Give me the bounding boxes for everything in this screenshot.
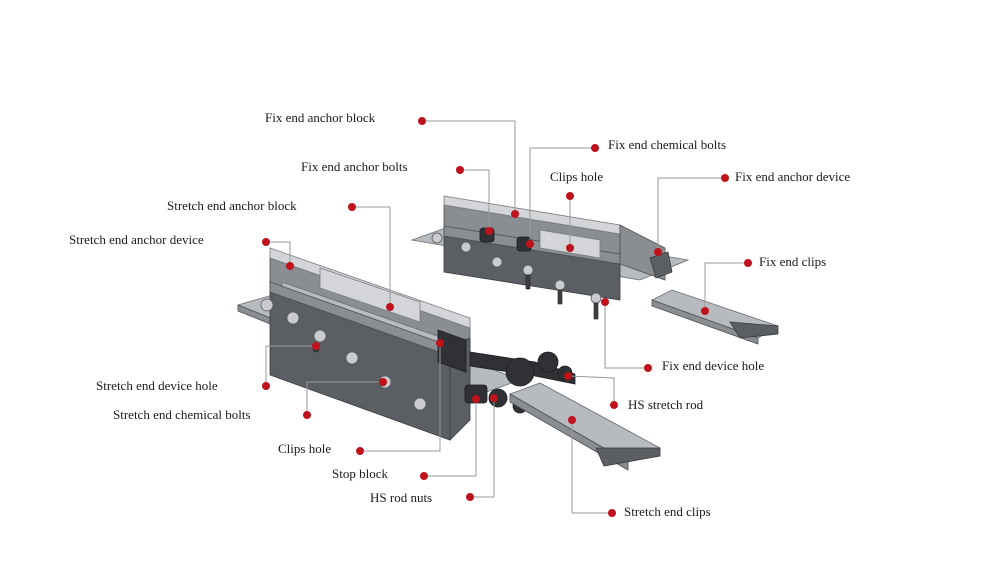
- label-clips-hole-top: Clips hole: [550, 169, 603, 184]
- label-stretch-end-anchor-device: Stretch end anchor device: [69, 232, 204, 247]
- label-fix-end-anchor-bolts: Fix end anchor bolts: [301, 159, 408, 174]
- label-clips-hole-bottom: Clips hole: [278, 441, 331, 456]
- marker-dots: [262, 117, 752, 517]
- label-fix-end-clips: Fix end clips: [759, 254, 826, 269]
- fix-end-clips: [650, 289, 779, 345]
- label-fix-end-anchor-block: Fix end anchor block: [265, 110, 376, 125]
- label-stretch-end-clips: Stretch end clips: [624, 504, 711, 519]
- stretch-end-clips: [509, 382, 661, 471]
- stretch-end-anchor-device: [236, 247, 522, 441]
- label-stretch-end-anchor-block: Stretch end anchor block: [167, 198, 297, 213]
- label-hs-stretch-rod: HS stretch rod: [628, 397, 704, 412]
- fix-end-anchor-device: [410, 195, 690, 320]
- label-fix-end-chemical-bolts: Fix end chemical bolts: [608, 137, 726, 152]
- label-stretch-end-device-hole: Stretch end device hole: [96, 378, 218, 393]
- label-hs-rod-nuts: HS rod nuts: [370, 490, 432, 505]
- label-stop-block: Stop block: [332, 466, 388, 481]
- hs-stretch-rod: [469, 351, 576, 387]
- label-stretch-end-chemical-bolts: Stretch end chemical bolts: [113, 407, 251, 422]
- leader-lines: [265, 120, 748, 514]
- label-fix-end-device-hole: Fix end device hole: [662, 358, 764, 373]
- fix-end-chemical-bolts: [431, 232, 602, 320]
- label-fix-end-anchor-device: Fix end anchor device: [735, 169, 850, 184]
